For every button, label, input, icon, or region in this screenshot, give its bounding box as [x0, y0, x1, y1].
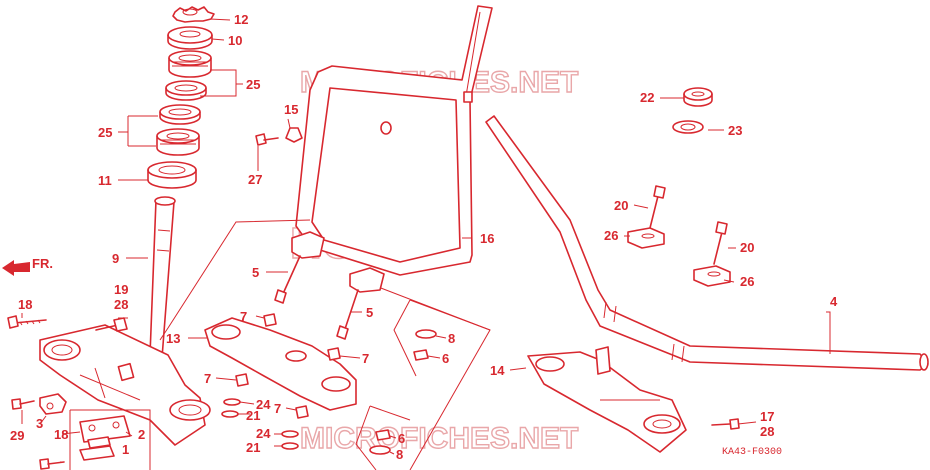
holder-upper-26a: [627, 227, 665, 249]
callout-13: 13: [166, 331, 180, 346]
callout-15: 15: [284, 102, 298, 117]
callout-21b: 21: [246, 440, 260, 455]
callout-5b: 5: [366, 305, 373, 320]
watermark-bottom: MICROFICHES.NET: [300, 422, 578, 455]
bearing-lower-25: [156, 128, 200, 156]
bushing-22: [683, 87, 713, 107]
bolt-18a: [7, 315, 47, 329]
callout-6b: 6: [398, 431, 405, 446]
holder-upper-26b: [693, 265, 731, 287]
callout-24b: 24: [256, 426, 271, 441]
callout-12: 12: [234, 12, 248, 27]
diagram-code: KA43-F0300: [722, 447, 782, 458]
callout-7c: 7: [204, 371, 211, 386]
callout-26b: 26: [740, 274, 754, 289]
front-label: FR.: [32, 256, 53, 271]
front-arrow-icon: [2, 260, 30, 276]
small-parts-7: [235, 313, 341, 419]
cable-clamp-3: [39, 393, 67, 415]
washer-23: [672, 120, 704, 134]
callout-7b: 7: [362, 351, 369, 366]
holder-2: [79, 415, 131, 443]
small-parts-24-21: [221, 398, 299, 450]
leader-lines: [21, 18, 831, 463]
bolt-20b: [713, 221, 728, 265]
collar-6b: [375, 429, 391, 441]
dust-seal-11: [147, 161, 197, 189]
holder-lower-5b: [336, 267, 385, 340]
clamp-subassembly-box: [69, 409, 151, 470]
callout-5a: 5: [252, 265, 259, 280]
race-upper-25: [165, 80, 207, 101]
callout-25a: 25: [246, 77, 260, 92]
callout-16: 16: [480, 231, 494, 246]
lower-side-box: [355, 405, 411, 470]
callout-7a: 7: [240, 309, 247, 324]
callout-9: 9: [112, 251, 119, 266]
middle-bridge-13: [204, 317, 357, 411]
callout-4: 4: [830, 294, 838, 309]
callout-22: 22: [640, 90, 654, 105]
callout-26a: 26: [604, 228, 618, 243]
callout-6a: 6: [442, 351, 449, 366]
callout-29: 29: [10, 428, 24, 443]
callout-3: 3: [36, 416, 43, 431]
collar-6a: [413, 349, 429, 361]
washer-8a: [415, 329, 437, 339]
washer-8b: [369, 445, 391, 455]
callout-10: 10: [228, 33, 242, 48]
callout-11: 11: [98, 173, 112, 188]
lock-nut-10: [167, 26, 213, 50]
bolt-29: [11, 398, 35, 410]
callout-7d: 7: [274, 401, 281, 416]
race-lower-25: [159, 104, 201, 125]
steering-stem-9: [39, 196, 211, 446]
callout-19: 19: [114, 282, 128, 297]
callout-23: 23: [728, 123, 742, 138]
bearing-upper-25: [168, 50, 212, 78]
callout-8b: 8: [396, 447, 403, 462]
callout-2: 2: [138, 427, 145, 442]
callout-labels: 12 10 25 25 11 9 19 28 18 29 3 18 2 1 15…: [10, 12, 838, 462]
callout-20b: 20: [740, 240, 754, 255]
callout-18b: 18: [54, 427, 68, 442]
callout-28b: 28: [760, 424, 774, 439]
bolt-18b: [39, 458, 65, 470]
stem-nut-12: [172, 6, 215, 23]
handlebar-4: [485, 115, 929, 371]
callout-20a: 20: [614, 198, 628, 213]
top-bridge-14: [527, 346, 687, 453]
callout-25b: 25: [98, 125, 112, 140]
callout-28a: 28: [114, 297, 128, 312]
callout-8a: 8: [448, 331, 455, 346]
callout-21a: 21: [246, 408, 260, 423]
callout-27: 27: [248, 172, 262, 187]
callout-18a: 18: [18, 297, 32, 312]
upper-side-box: [393, 299, 491, 377]
callout-1: 1: [122, 442, 129, 457]
callout-24a: 24: [256, 397, 271, 412]
number-plate-16: [295, 5, 493, 276]
rubber-1: [79, 436, 115, 461]
grommet-15: [285, 127, 303, 143]
bolt-17: [711, 418, 740, 430]
holder-lower-5a: [274, 231, 325, 304]
bolt-19: [95, 317, 128, 332]
callout-17: 17: [760, 409, 774, 424]
callout-14: 14: [490, 363, 505, 378]
bolt-27: [255, 133, 279, 146]
bolt-20a: [649, 185, 666, 229]
